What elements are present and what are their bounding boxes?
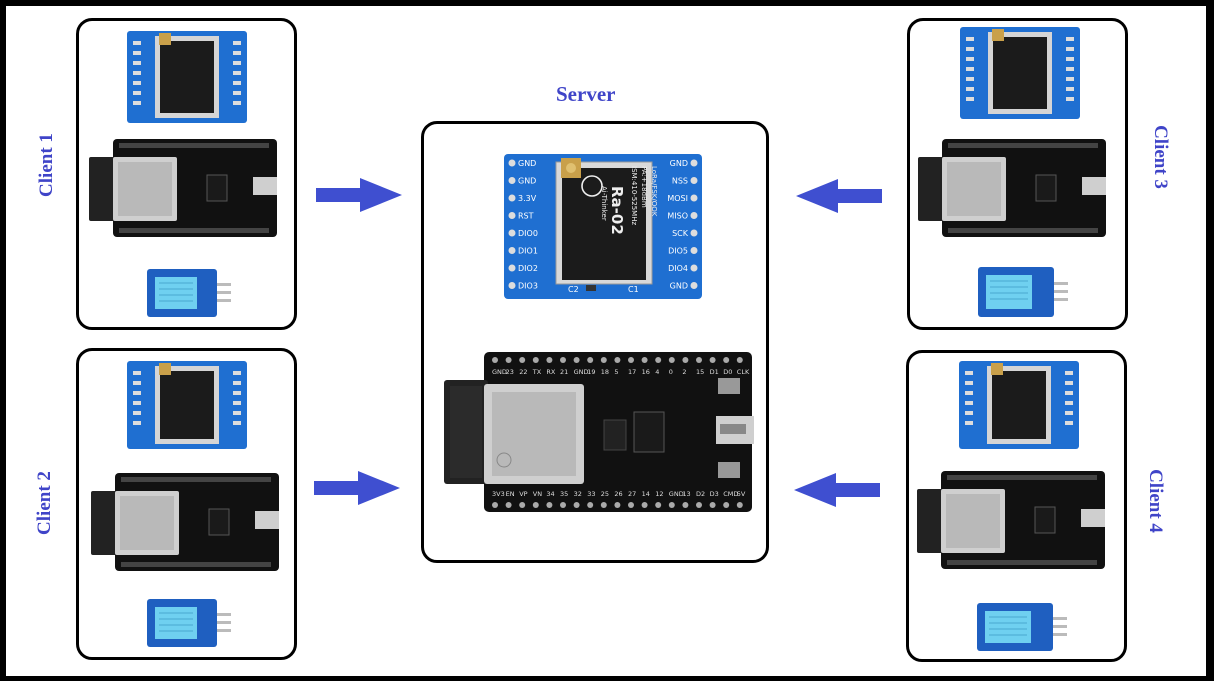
client-2-box xyxy=(76,348,297,660)
dht11-sensor-icon xyxy=(147,269,231,317)
pin-label: 3.3V xyxy=(518,194,537,203)
dht11-sensor-icon xyxy=(977,603,1067,651)
pin-label: DIO4 xyxy=(668,264,688,273)
pin-label: 23 xyxy=(506,368,514,376)
lora-module-icon xyxy=(127,31,247,123)
chip-line: Ai-Thinker xyxy=(600,186,608,221)
client-1-label: Client 1 xyxy=(36,133,57,197)
pin-label: D1 xyxy=(710,368,719,376)
pin-label: GND xyxy=(518,177,536,186)
pin-label: 19 xyxy=(587,368,595,376)
pin-label: GND xyxy=(670,282,688,291)
arrow-right-icon xyxy=(316,178,402,212)
pin-label: D2 xyxy=(696,490,705,498)
chip-line: PA:+18dBm xyxy=(640,166,648,208)
pin-label: 14 xyxy=(642,490,650,498)
chip-line: LoRa/FSK/OOK xyxy=(650,166,658,217)
pin-label: 0 xyxy=(669,368,673,376)
dht11-sensor-icon xyxy=(978,267,1068,317)
pin-label: MISO xyxy=(667,212,688,221)
pin-label: 5V xyxy=(737,490,746,498)
client-4-box xyxy=(906,350,1127,662)
lora-module-icon xyxy=(960,27,1080,119)
pin-label: SCK xyxy=(672,229,689,238)
pin-label: GND xyxy=(492,368,507,376)
pin-label: RX xyxy=(546,368,556,376)
client-3-label: Client 3 xyxy=(1150,125,1171,189)
pin-label: D0 xyxy=(723,368,732,376)
pin-label: 26 xyxy=(614,490,622,498)
pin-label: CMD xyxy=(723,490,738,498)
dht11-sensor-icon xyxy=(147,599,231,647)
pin-label: GND xyxy=(518,159,536,168)
pin-label: 15 xyxy=(696,368,704,376)
esp32-board-icon xyxy=(917,471,1105,569)
pin-label: DIO1 xyxy=(518,247,538,256)
pin-label: GND xyxy=(574,368,589,376)
pin-label: NSS xyxy=(672,177,688,186)
chip-line: ISM:410-525MHz xyxy=(630,166,638,225)
client-4-label: Client 4 xyxy=(1145,469,1166,533)
pin-label: GND xyxy=(669,490,684,498)
pin-label: 4 xyxy=(655,368,659,376)
pin-label: DIO0 xyxy=(518,229,538,238)
pin-label: CLK xyxy=(737,368,750,376)
client-2-label: Client 2 xyxy=(34,471,55,535)
esp32-board-icon xyxy=(91,473,279,571)
pin-label: VP xyxy=(519,490,527,498)
lora-module-icon xyxy=(959,361,1079,449)
pin-label: DIO5 xyxy=(668,247,688,256)
pin-label: RST xyxy=(518,212,534,221)
pin-label: 16 xyxy=(642,368,650,376)
pin-label: 13 xyxy=(682,490,690,498)
pin-label: 17 xyxy=(628,368,636,376)
pin-label: TX xyxy=(532,368,542,376)
pin-label: VN xyxy=(533,490,542,498)
pin-label: 32 xyxy=(574,490,582,498)
pin-label: 5 xyxy=(614,368,618,376)
server-title: Server xyxy=(556,82,616,106)
esp32-board-icon xyxy=(918,139,1106,237)
pin-label: 3V3 xyxy=(492,490,505,498)
esp32-board-icon xyxy=(89,139,277,237)
pin-label: 34 xyxy=(546,490,554,498)
pin-label: 33 xyxy=(587,490,595,498)
pin-label: 21 xyxy=(560,368,568,376)
pin-label: D3 xyxy=(710,490,719,498)
cap-label: C1 xyxy=(628,285,639,294)
pin-label: GND xyxy=(670,159,688,168)
pin-label: 22 xyxy=(519,368,527,376)
lora-module-icon xyxy=(127,361,247,449)
client-3-box xyxy=(907,18,1128,330)
client-1-box xyxy=(76,18,297,330)
pin-label: EN xyxy=(506,490,515,498)
pin-label: DIO3 xyxy=(518,282,538,291)
arrow-left-icon xyxy=(796,179,882,213)
pin-label: 2 xyxy=(682,368,686,376)
arrow-left-icon xyxy=(794,473,880,507)
arrow-right-icon xyxy=(314,471,400,505)
pin-label: 27 xyxy=(628,490,636,498)
cap-label: C2 xyxy=(568,285,579,294)
pin-label: 18 xyxy=(601,368,609,376)
pin-label: 25 xyxy=(601,490,609,498)
chip-line: Ra-02 xyxy=(608,186,626,235)
pin-label: 12 xyxy=(655,490,663,498)
pin-label: MOSI xyxy=(667,194,688,203)
pin-label: DIO2 xyxy=(518,264,538,273)
pin-label: 35 xyxy=(560,490,568,498)
